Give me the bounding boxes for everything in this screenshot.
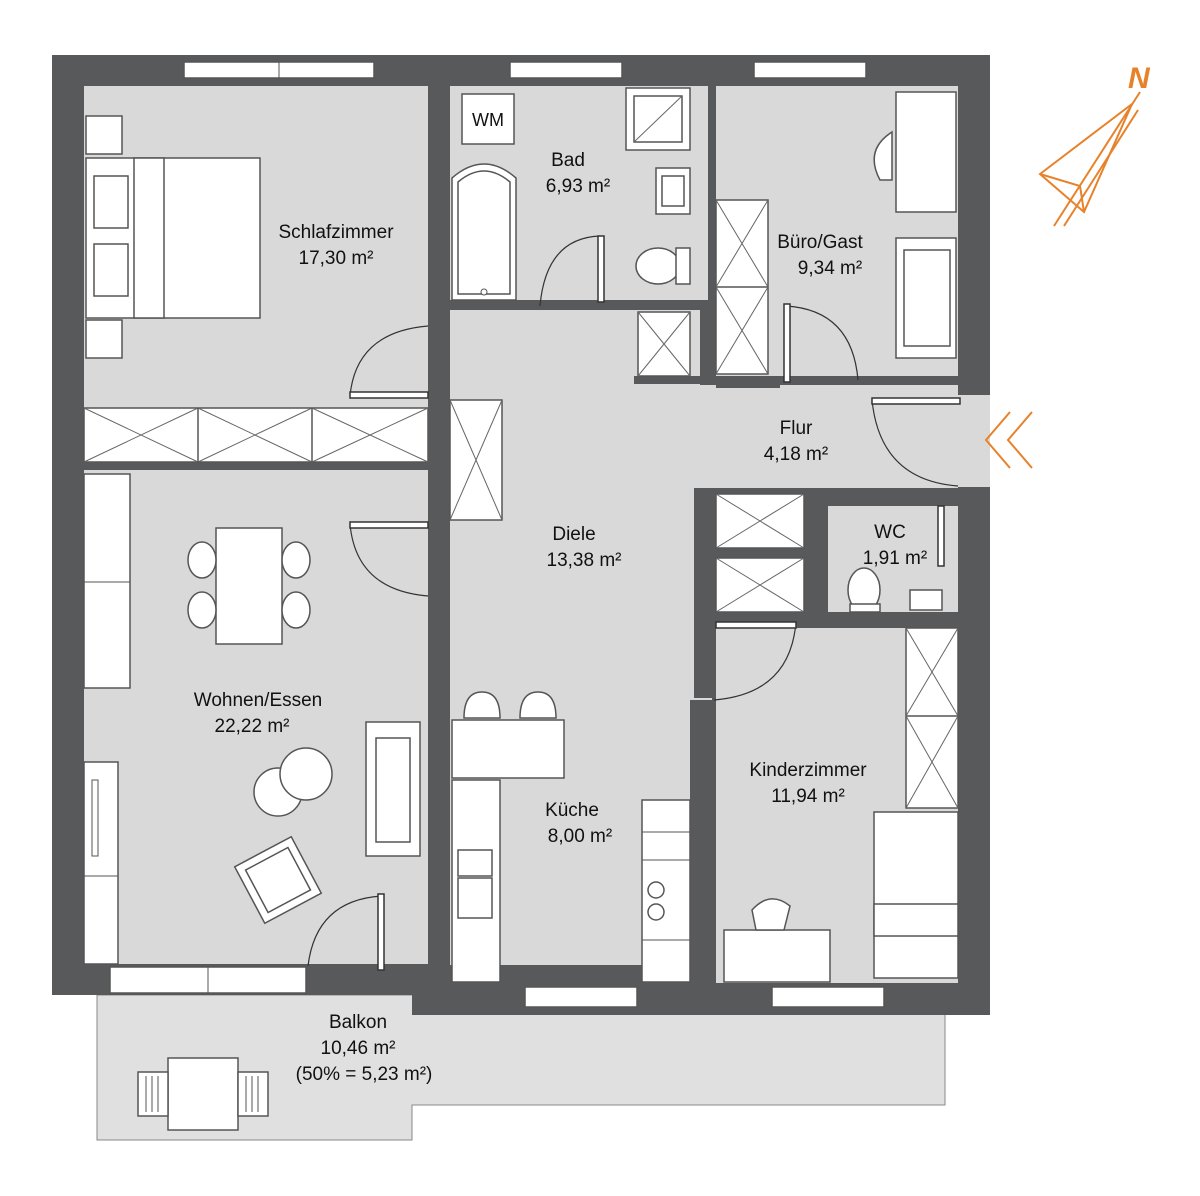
room-name-schlafzimmer: Schlafzimmer (278, 222, 394, 243)
entrance-chevron-icon (984, 411, 1033, 469)
room-area-kueche: 8,00 m² (548, 826, 612, 847)
room-name-diele: Diele (552, 524, 595, 545)
wohnen-furniture (83, 473, 421, 965)
room-name-bad: Bad (551, 150, 585, 171)
room-area-flur: 4,18 m² (764, 444, 828, 465)
kinderzimmer-furniture (723, 811, 959, 983)
room-name-balkon: Balkon (329, 1012, 387, 1033)
buero-furniture (873, 91, 957, 359)
room-name-kueche: Küche (545, 800, 599, 821)
room-area-buero: 9,34 m² (798, 258, 862, 279)
room-area-wc: 1,91 m² (863, 548, 927, 569)
kueche-furniture (451, 691, 691, 983)
room-name-wc: WC (874, 522, 906, 543)
balkon-furniture (137, 1057, 269, 1131)
room-name-wohnen: Wohnen/Essen (194, 690, 323, 711)
room-area-balkon: 10,46 m² (321, 1038, 396, 1059)
entrance-opening (958, 395, 990, 487)
room-area-schlafzimmer: 17,30 m² (299, 248, 374, 269)
room-area-bad: 6,93 m² (546, 176, 610, 197)
room-area-diele: 13,38 m² (547, 550, 622, 571)
bad-fixtures (451, 87, 691, 301)
wc-fixtures (847, 567, 943, 613)
room-name-flur: Flur (780, 418, 813, 439)
room-name-kinderzimmer: Kinderzimmer (749, 760, 867, 781)
interior-walls (428, 86, 958, 995)
windows (109, 61, 885, 1008)
room-note-balkon: (50% = 5,23 m²) (296, 1064, 433, 1085)
compass-north-icon: N (1038, 62, 1151, 227)
wardrobe-schlafzimmer (83, 407, 429, 463)
cupboards (449, 199, 959, 809)
compass-label: N (1128, 62, 1151, 95)
room-area-wohnen: 22,22 m² (215, 716, 290, 737)
washing-machine-label: WM (472, 110, 504, 130)
doors (307, 235, 961, 971)
room-name-buero: Büro/Gast (777, 232, 863, 253)
bed-double (85, 115, 261, 359)
room-area-kinderzimmer: 11,94 m² (771, 786, 845, 807)
